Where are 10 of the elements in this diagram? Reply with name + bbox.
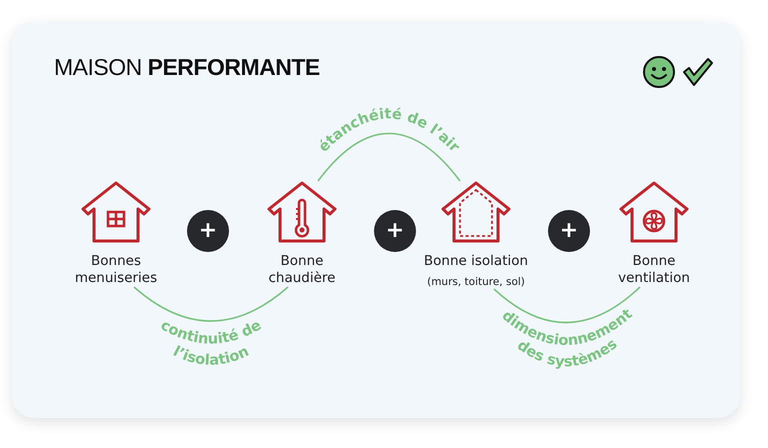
- arc-connector: [493, 286, 641, 324]
- node-label: Bonne ventilation: [617, 253, 691, 287]
- arc-connector: [134, 286, 288, 322]
- node-label: Bonnes menuiseries: [74, 253, 158, 287]
- node-note: (murs, toiture, sol): [427, 276, 525, 289]
- node-label: Bonne chaudière: [268, 253, 336, 287]
- edge-label: continuité de l’isolation: [158, 317, 264, 369]
- title: MAISON PERFORMANTE: [54, 54, 320, 81]
- arc-connector: [317, 132, 461, 182]
- node-label: Bonne isolation: [422, 253, 530, 270]
